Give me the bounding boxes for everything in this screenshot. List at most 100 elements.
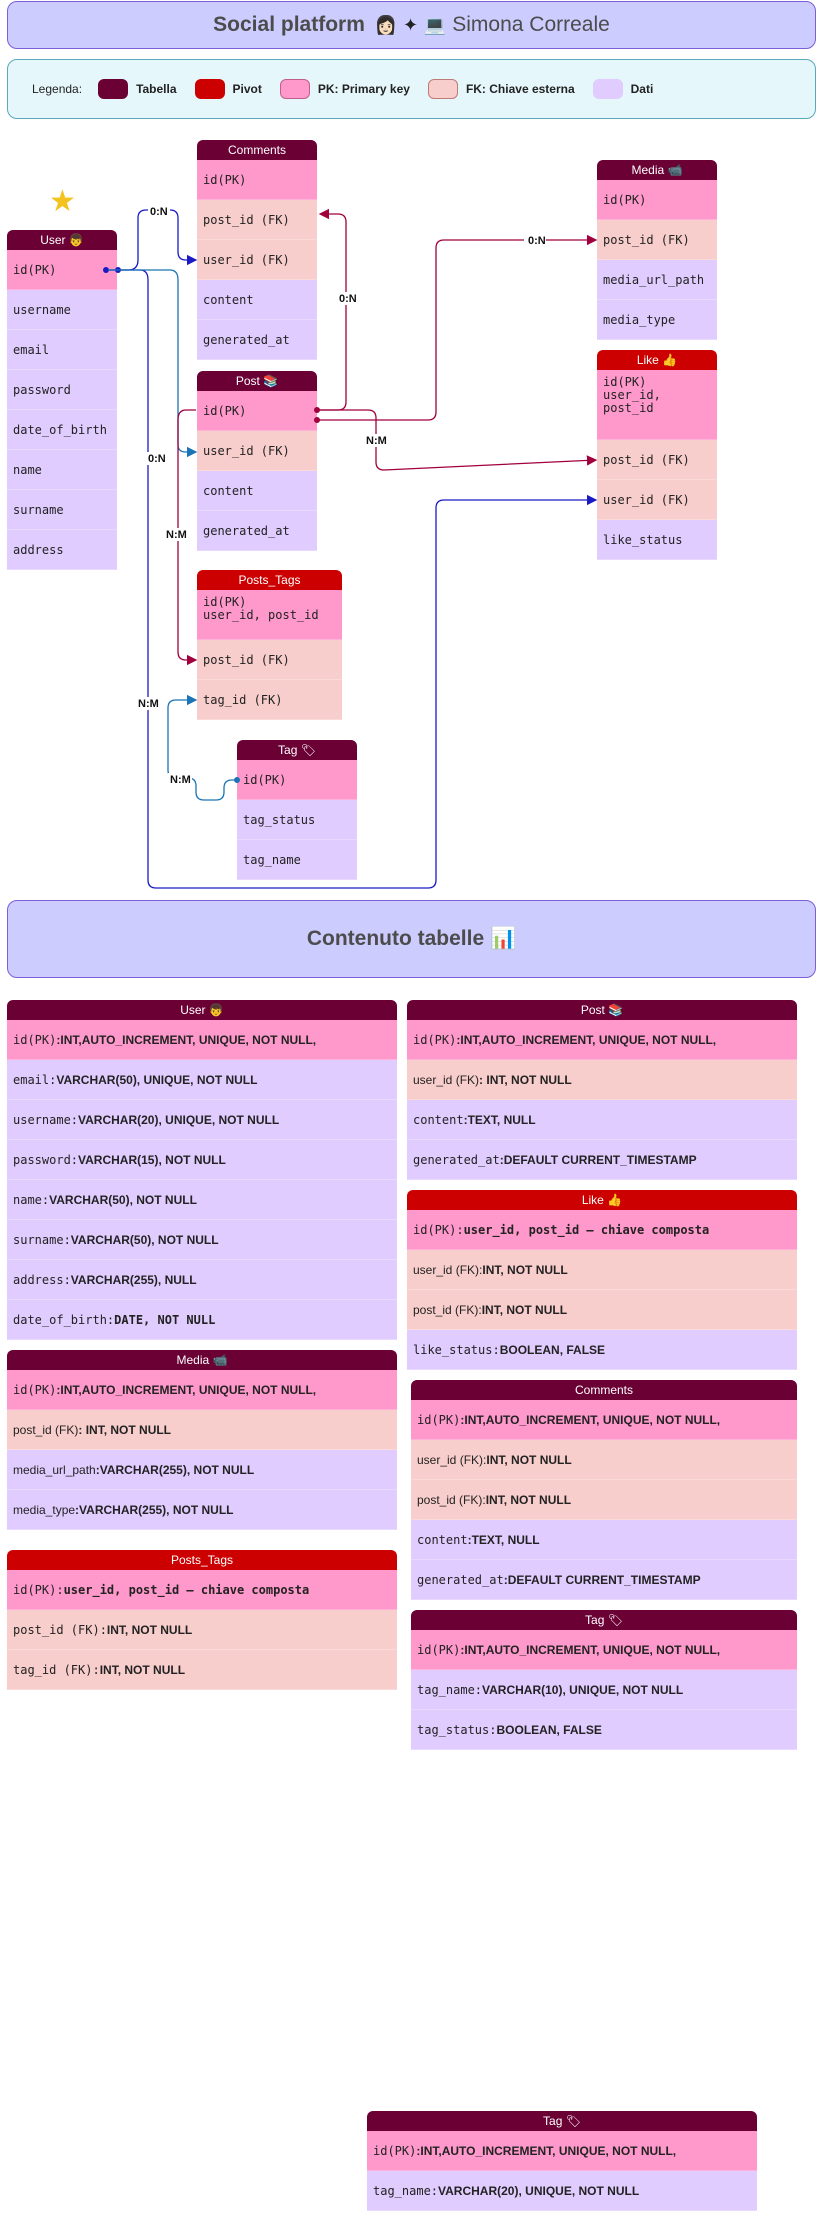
field-type: INT, NOT NULL: [481, 1302, 568, 1317]
field-type: INT, NOT NULL: [486, 1452, 572, 1467]
er-table-like: Like 👍 id(PK) user_id, post_id post_id (…: [597, 350, 717, 560]
svg-text:N:M: N:M: [366, 435, 387, 447]
field-type: :TEXT, NULL: [467, 1532, 540, 1547]
field-type: VARCHAR(10), UNIQUE, NOT NULL: [482, 1682, 684, 1697]
legend-item-pk: PK: Primary key: [279, 79, 410, 99]
table-row: surname: VARCHAR(50), NOT NULL: [7, 1220, 397, 1260]
detail-table-media: Media 📹 id(PK):INT,AUTO_INCREMENT, UNIQU…: [7, 1350, 397, 1530]
author-name: Simona Correale: [452, 13, 610, 36]
table-row: tag_status: [237, 800, 357, 840]
table-row: id(PK): [237, 760, 357, 800]
header-banner: Social platform 👩🏻 ✦ 💻 Simona Correale: [7, 1, 816, 49]
field-name: media_type: [13, 1502, 76, 1517]
detail-table-tag: Tag 🏷 id(PK):INT,AUTO_INCREMENT, UNIQUE,…: [411, 1610, 797, 1750]
table-row: like_status: BOOLEAN, FALSE: [407, 1330, 797, 1370]
table-row: user_id (FK): [197, 240, 317, 280]
connector-post-media: [317, 234, 598, 421]
table-row: id(PK):INT,AUTO_INCREMENT, UNIQUE, NOT N…: [7, 1020, 397, 1060]
field-name: generated_at: [417, 1572, 504, 1587]
table-row: tag_status: BOOLEAN, FALSE: [411, 1710, 797, 1750]
connector-dot: [314, 407, 320, 413]
table-header: Posts_Tags: [197, 570, 342, 590]
legend-text: Tabella: [136, 82, 177, 96]
legend-swatch: [194, 79, 225, 99]
table-row: password: VARCHAR(15), NOT NULL: [7, 1140, 397, 1180]
legend-swatch: [427, 79, 458, 99]
field-type: :INT,AUTO_INCREMENT, UNIQUE, NOT NULL,: [456, 1032, 717, 1047]
connector-label: 0:N: [146, 452, 168, 465]
er-table-post: Post 📚 id(PK) user_id (FK) content gener…: [197, 371, 317, 551]
table-row: generated_at:DEFAULT CURRENT_TIMESTAMP: [411, 1560, 797, 1600]
table-row: content:TEXT, NULL: [407, 1100, 797, 1140]
field-type: VARCHAR(20), UNIQUE, NOT NULL: [78, 1112, 280, 1127]
field-name: email:: [13, 1072, 57, 1087]
legend: Legenda: Tabella Pivot PK: Primary key F…: [7, 59, 816, 119]
er-table-posts-tags: Posts_Tags id(PK) user_id, post_id post_…: [197, 570, 342, 720]
er-table-media: Media 📹 id(PK) post_id (FK) media_url_pa…: [597, 160, 717, 340]
svg-text:0:N: 0:N: [150, 206, 168, 218]
er-table-comments: Comments id(PK) post_id (FK) user_id (FK…: [197, 140, 317, 360]
table-row: id(PK):INT,AUTO_INCREMENT, UNIQUE, NOT N…: [7, 1370, 397, 1410]
legend-label: Legenda:: [32, 82, 83, 96]
table-row: generated_at: [197, 320, 317, 360]
svg-text:N:M: N:M: [170, 774, 191, 786]
table-row: address: VARCHAR(255), NULL: [7, 1260, 397, 1300]
table-row: surname: [7, 490, 117, 530]
field-type: : INT, NOT NULL: [479, 1072, 572, 1087]
table-row: post_id (FK): [597, 440, 717, 480]
legend-item-fk: FK: Chiave esterna: [427, 79, 575, 99]
table-row: username: [7, 290, 117, 330]
field-name: content: [413, 1112, 464, 1127]
field-name: generated_at: [413, 1152, 500, 1167]
table-row: media_url_path: [597, 260, 717, 300]
field-name: post_id (FK):: [417, 1492, 486, 1507]
field-type: BOOLEAN, FALSE: [499, 1342, 606, 1357]
field-name: tag_name:: [373, 2183, 439, 2198]
table-header: Like 👍: [407, 1190, 797, 1210]
table-row: post_id (FK): INT, NOT NULL: [7, 1410, 397, 1450]
er-table-user: User 👦 id(PK) username email password da…: [7, 230, 117, 570]
field-type: BOOLEAN, FALSE: [496, 1722, 602, 1737]
er-table-tag: Tag 🏷 id(PK) tag_status tag_name: [237, 740, 357, 880]
table-header: Like 👍: [597, 350, 717, 370]
table-header: Comments: [197, 140, 317, 160]
table-row: tag_name:VARCHAR(20), UNIQUE, NOT NULL: [367, 2171, 757, 2211]
table-row: user_id (FK): INT, NOT NULL: [411, 1440, 797, 1480]
table-row: tag_id (FK): INT, NOT NULL: [7, 1650, 397, 1690]
field-name: id(PK): [13, 1032, 57, 1047]
field-type: :DEFAULT CURRENT_TIMESTAMP: [503, 1572, 701, 1587]
table-row: content: [197, 280, 317, 320]
table-row: content: [197, 471, 317, 511]
table-row: post_id (FK): [197, 200, 317, 240]
table-row: date_of_birth: DATE, NOT NULL: [7, 1300, 397, 1340]
table-row: email: [7, 330, 117, 370]
connector-dot: [234, 777, 240, 783]
field-name: media_url_path: [13, 1462, 96, 1477]
legend-text: Dati: [630, 82, 654, 96]
field-type: :DEFAULT CURRENT_TIMESTAMP: [499, 1152, 697, 1167]
detail-table-like: Like 👍 id(PK): user_id, post_id – chiave…: [407, 1190, 797, 1370]
field-type: VARCHAR(50), NOT NULL: [70, 1232, 219, 1247]
connector-label: 0:N: [148, 205, 170, 218]
connector-label: N:M: [168, 773, 192, 786]
field-name: post_id (FK): [13, 1422, 79, 1437]
table-header: User 👦: [7, 230, 117, 250]
table-row: user_id (FK): INT, NOT NULL: [407, 1250, 797, 1290]
field-type: user_id, post_id – chiave composta: [463, 1222, 710, 1237]
field-type: :INT,AUTO_INCREMENT, UNIQUE, NOT NULL,: [56, 1032, 317, 1047]
legend-swatch: [279, 79, 310, 99]
table-header: Comments: [411, 1380, 797, 1400]
table-header: Post 📚: [197, 371, 317, 391]
field-type: : INT, NOT NULL: [78, 1422, 172, 1437]
section-title: Contenuto tabelle 📊: [306, 927, 517, 950]
table-row: post_id (FK): [597, 220, 717, 260]
table-row: tag_name: [237, 840, 357, 880]
table-row: tag_id (FK): [197, 680, 342, 720]
connector-label: N:M: [136, 697, 160, 710]
field-name: id(PK): [413, 1032, 457, 1047]
field-name: date_of_birth:: [13, 1312, 115, 1327]
field-name: address:: [13, 1272, 71, 1287]
detail-table-user: User 👦 id(PK):INT,AUTO_INCREMENT, UNIQUE…: [7, 1000, 397, 1340]
relationship-connectors: 0:N 0:N 0:N 0:N N:M N:M N:M N:M: [103, 205, 598, 889]
field-name: username:: [13, 1112, 79, 1127]
